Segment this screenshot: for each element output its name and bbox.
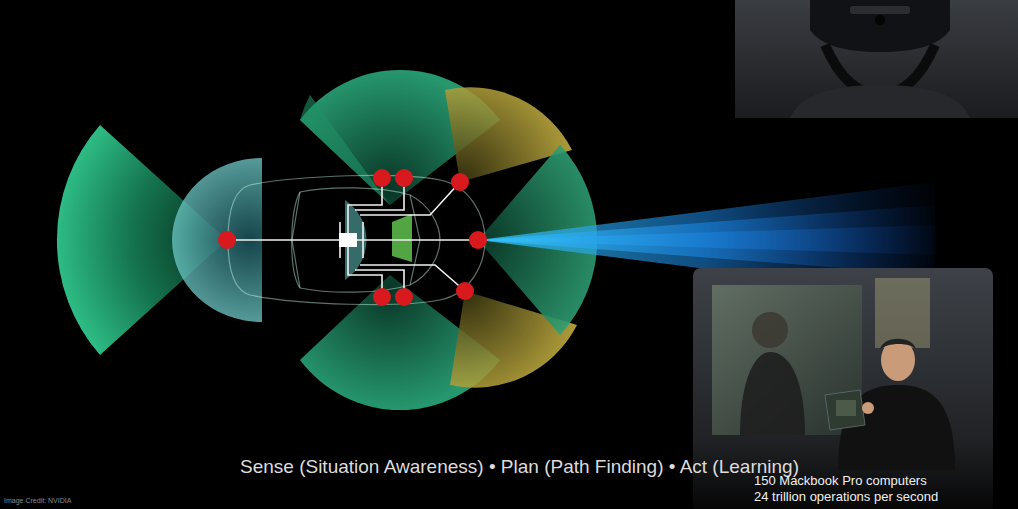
windshield-camera-photo (735, 0, 1018, 118)
sensor-dot (451, 173, 469, 191)
car-outline (228, 175, 485, 304)
central-computer (339, 233, 357, 247)
sensor-dot (218, 231, 236, 249)
long-range-lidar-beam (478, 225, 935, 255)
long-range-lidar-beam (478, 205, 935, 275)
forward-view-glow (392, 214, 412, 262)
sensor-dot (373, 169, 391, 187)
sensor-dot (469, 231, 487, 249)
photo-caption: 150 Mackbook Pro computers (754, 474, 927, 489)
slide-caption: Sense (Situation Awareness) • Plan (Path… (240, 456, 799, 478)
photo-caption: 24 trillion operations per second (754, 490, 938, 505)
sensor-dot (395, 169, 413, 187)
sensor-wiring (227, 178, 478, 297)
sensor-dot (373, 288, 391, 306)
sensor-dot (456, 282, 474, 300)
sensor-dot (395, 288, 413, 306)
image-credit: Image Credit: NVIDIA (4, 497, 71, 505)
sensor-dots (218, 169, 487, 306)
